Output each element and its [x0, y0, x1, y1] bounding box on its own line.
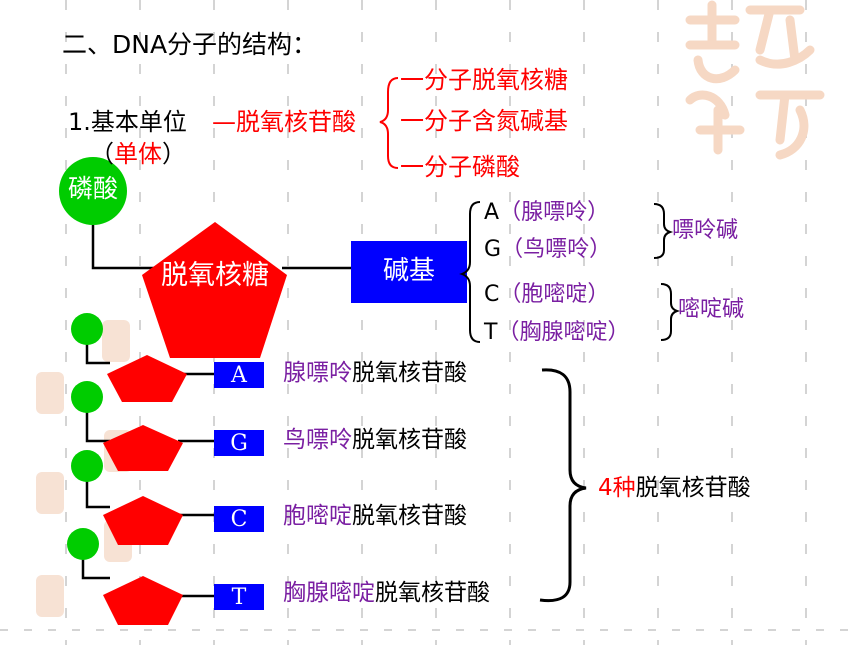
nucleotide-row-t [67, 528, 216, 625]
monomer-open: （ [90, 140, 114, 168]
small-base-c: C [214, 506, 264, 532]
purine-brace [653, 203, 674, 259]
base-brace [459, 201, 481, 343]
summary-count: 4种 [598, 475, 636, 501]
base-letter-a: A [484, 200, 500, 225]
base-label: 碱基 [382, 256, 435, 286]
base-item-c: C（胞嘧啶） [484, 284, 609, 306]
base-item-a: A（腺嘌呤） [484, 202, 609, 224]
summary-label: 4种脱氧核苷酸 [598, 477, 751, 500]
base-name-a: （腺嘌呤） [499, 200, 610, 225]
purine-label: 嘌呤碱 [672, 218, 739, 243]
base-name-g: （鸟嘌呤） [501, 237, 612, 262]
monomer-close: ） [162, 140, 186, 168]
nucleotide-label-t: 胸腺嘧啶脱氧核苷酸 [283, 582, 490, 605]
base-rect [351, 241, 467, 303]
nucleotide-row-a [71, 313, 216, 402]
component-brace [379, 77, 399, 169]
base-name-c: （胞嘧啶） [499, 282, 610, 307]
monomer-note: （单体） [90, 142, 186, 166]
base-name-t: （胸腺嘧啶） [497, 320, 630, 345]
base-item-g: G（鸟嘌呤） [484, 239, 611, 261]
nucleotide-suffix-t: 脱氧核苷酸 [375, 580, 490, 606]
nucleotide-row-c [71, 450, 216, 545]
base-item-t: T（胸腺嘧啶） [484, 322, 629, 344]
seal-watermark-large [685, 0, 825, 160]
unit-name: —脱氧核苷酸 [212, 108, 356, 136]
nucleotide-base-t: 胸腺嘧啶 [283, 580, 375, 606]
nucleotide-base-a: 腺嘌呤 [283, 360, 352, 386]
nucleotide-label-c: 胞嘧啶脱氧核苷酸 [283, 505, 467, 528]
sugar-label: 脱氧核糖 [161, 260, 269, 291]
nucleotide-label-g: 鸟嘌呤脱氧核苷酸 [283, 429, 467, 452]
base-letter-g: G [484, 237, 502, 262]
nucleotide-label-a: 腺嘌呤脱氧核苷酸 [283, 362, 467, 385]
base-letter-c: C [484, 282, 500, 307]
small-base-t: T [214, 584, 264, 610]
pyrimidine-label: 嘧啶碱 [678, 297, 745, 322]
nucleotide-suffix-a: 脱氧核苷酸 [352, 360, 467, 386]
component-phosphate: 一分子磷酸 [400, 153, 520, 181]
small-base-g: G [214, 430, 264, 456]
nucleotide-structure [59, 157, 467, 358]
base-letter-t: T [484, 320, 498, 345]
summary-text: 脱氧核苷酸 [635, 475, 751, 501]
component-sugar: 一分子脱氧核糖 [400, 66, 568, 94]
phosphate-circle [59, 157, 127, 225]
nucleotide-suffix-g: 脱氧核苷酸 [352, 427, 467, 453]
component-base: 一分子含氮碱基 [400, 107, 568, 135]
nucleotide-row-g [71, 381, 216, 471]
phosphate-label: 磷酸 [67, 174, 118, 203]
nucleotide-base-c: 胞嘧啶 [283, 503, 352, 529]
page-title: 二、DNA分子的结构： [62, 30, 318, 59]
monomer-word: 单体 [114, 140, 162, 168]
small-base-a: A [214, 362, 264, 388]
sugar-pentagon [142, 222, 287, 358]
summary-brace [539, 368, 587, 603]
pyrimidine-brace [660, 283, 681, 341]
nucleotide-base-g: 鸟嘌呤 [283, 427, 352, 453]
unit-label: 1.基本单位 [68, 108, 187, 136]
nucleotide-suffix-c: 脱氧核苷酸 [352, 503, 467, 529]
